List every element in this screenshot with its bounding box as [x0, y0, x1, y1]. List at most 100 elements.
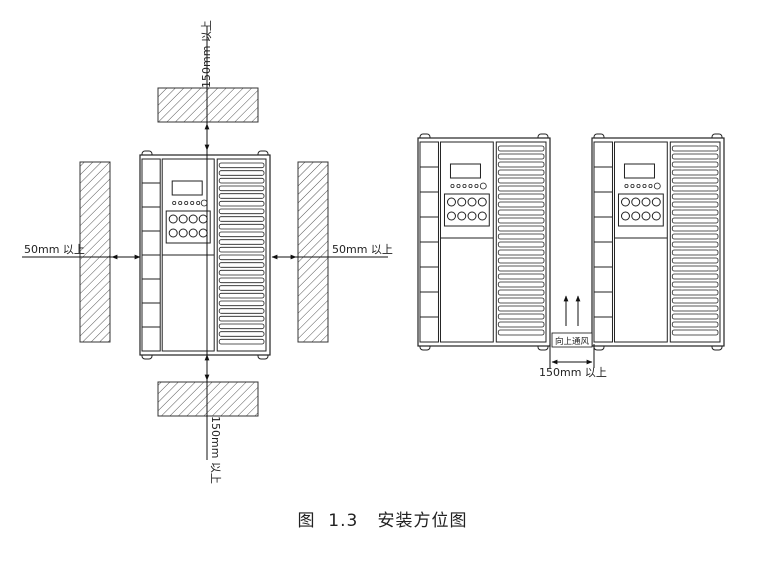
- heatsink-fin: [671, 161, 719, 168]
- heatsink-fin: [497, 161, 545, 168]
- indicator-led: [474, 183, 479, 188]
- heatsink-fin: [218, 185, 265, 192]
- heatsink-fin: [218, 269, 265, 276]
- heatsink-fin: [671, 257, 719, 264]
- knob: [653, 182, 661, 190]
- key-button: [631, 197, 641, 207]
- figure-caption: 图 1.3 安装方位图: [0, 506, 765, 531]
- center-panel: [613, 141, 668, 343]
- key-button: [457, 211, 467, 221]
- heatsink-fin: [497, 153, 545, 160]
- heatsink-fin: [671, 305, 719, 312]
- key-button: [651, 211, 661, 221]
- clearance-right-label: 50mm 以上: [332, 243, 393, 256]
- key-button: [651, 197, 661, 207]
- heatsink-fin: [671, 321, 719, 328]
- heatsink-fin: [497, 305, 545, 312]
- heatsink-fin: [671, 289, 719, 296]
- heatsink-fin: [497, 201, 545, 208]
- heatsink-fin: [497, 289, 545, 296]
- heatsink-fin: [218, 338, 265, 345]
- heatsink-fin: [671, 241, 719, 248]
- key-button: [641, 197, 651, 207]
- indicator-led: [648, 183, 653, 188]
- heatsink-fin: [497, 185, 545, 192]
- heatsink-fin: [497, 193, 545, 200]
- heatsink-fin: [671, 281, 719, 288]
- heatsink-fin: [218, 208, 265, 215]
- heatsink-fin: [497, 273, 545, 280]
- key-button: [457, 197, 467, 207]
- wall-left: [79, 161, 111, 343]
- heatsink-fin: [218, 315, 265, 322]
- clearance-bottom-label: 150mm 以上: [209, 416, 222, 484]
- heatsink-fin: [218, 300, 265, 307]
- keypad: [165, 210, 211, 244]
- heatsink-fin: [218, 254, 265, 261]
- key-button: [168, 214, 178, 224]
- heatsink-fin: [218, 216, 265, 222]
- figure-number: 图 1.3: [297, 511, 359, 531]
- heatsink-fin: [497, 209, 545, 216]
- inverter-unit-left: [417, 133, 551, 351]
- heatsink-fin: [497, 329, 545, 336]
- key-button: [620, 211, 630, 221]
- indicator-led: [630, 183, 635, 188]
- heatsink: [495, 141, 547, 343]
- single-unit-clearance-view: 150mm 以上 150mm 以上 50mm 以上 50mm 以上: [22, 20, 393, 484]
- heatsink-fin: [671, 297, 719, 304]
- indicator-led: [462, 183, 467, 188]
- heatsink-fin: [218, 200, 265, 207]
- heatsink-fin: [497, 177, 545, 184]
- heatsink-fin: [218, 285, 265, 291]
- key-button: [188, 228, 198, 238]
- side-by-side-clearance-view: 向上通风 150mm 以上: [417, 133, 725, 379]
- knob: [479, 182, 487, 190]
- heatsink-fin: [671, 233, 719, 240]
- clearance-left-label: 50mm 以上: [24, 243, 85, 256]
- heatsink-fin: [497, 257, 545, 264]
- indicator-led: [450, 183, 455, 188]
- heatsink-fin: [671, 313, 719, 320]
- wall-top: [157, 87, 259, 123]
- keypad: [617, 193, 664, 227]
- key-button: [178, 228, 188, 238]
- heatsink-fin: [218, 193, 265, 199]
- key-button: [188, 214, 198, 224]
- inverter-unit-right: [591, 133, 725, 351]
- heatsink: [216, 158, 267, 352]
- keypad: [443, 193, 490, 227]
- heatsink-fin: [218, 331, 265, 337]
- heatsink-fin: [218, 170, 265, 176]
- heatsink-fin: [497, 145, 545, 152]
- heatsink-fin: [218, 308, 265, 314]
- heatsink-fin: [671, 273, 719, 280]
- key-button: [446, 197, 456, 207]
- heatsink-fin: [497, 233, 545, 240]
- lcd-display: [449, 163, 481, 179]
- heatsink-fin: [497, 281, 545, 288]
- indicator-led: [178, 200, 183, 205]
- heatsink-fin: [671, 193, 719, 200]
- heatsink-fin: [671, 265, 719, 272]
- heatsink-fin: [497, 321, 545, 328]
- heatsink-fin: [218, 262, 265, 268]
- heatsink-fin: [671, 225, 719, 232]
- lcd-display: [171, 180, 203, 196]
- heatsink-fin: [218, 323, 265, 330]
- indicator-led: [456, 183, 461, 188]
- heatsink-fin: [218, 277, 265, 284]
- indicator-led: [642, 183, 647, 188]
- heatsink-fin: [671, 249, 719, 256]
- heatsink-fin: [497, 169, 545, 176]
- key-button: [178, 214, 188, 224]
- clearance-top-label: 150mm 以上: [200, 20, 213, 88]
- figure-title: 安装方位图: [377, 511, 468, 531]
- key-button: [467, 197, 477, 207]
- indicator-led: [190, 200, 195, 205]
- key-button: [467, 211, 477, 221]
- heatsink: [669, 141, 721, 343]
- indicator-led: [184, 200, 189, 205]
- heatsink-fin: [497, 225, 545, 232]
